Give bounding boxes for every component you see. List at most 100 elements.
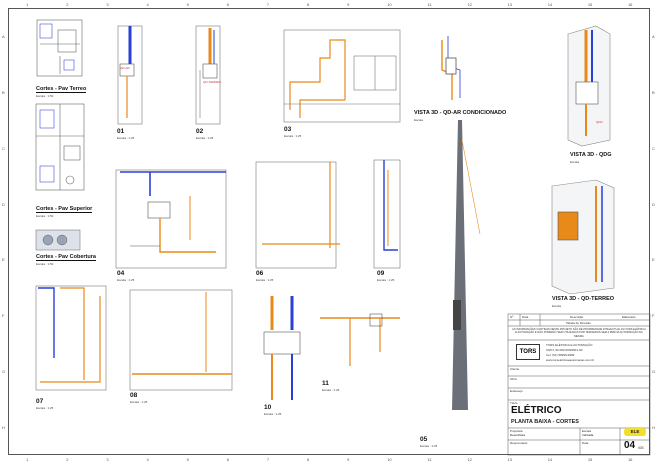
view-number-01: 01 bbox=[117, 128, 125, 135]
view-title-cortes-terreo: Cortes - Pav Terreo bbox=[36, 86, 87, 93]
tag-qdg: QDG bbox=[596, 120, 603, 124]
tb-projetista-value: Desenhista bbox=[510, 433, 526, 437]
view-title-vista-qd-ar: VISTA 3D - QD-AR CONDICIONADO bbox=[414, 110, 507, 116]
grid-col-label: 8 bbox=[306, 457, 310, 462]
view-scale-cortes-terreo: Escala : 1:50 bbox=[36, 94, 54, 98]
grid-row-label: G bbox=[2, 369, 6, 375]
view-number-07: 07 bbox=[36, 398, 44, 405]
view-scale-03: Escala : 1:25 bbox=[284, 134, 302, 138]
view-09-graphic bbox=[373, 159, 401, 269]
view-06-graphic bbox=[255, 161, 340, 269]
grid-row-label: F bbox=[2, 313, 5, 319]
floor-plan-cobertura bbox=[35, 229, 81, 251]
grid-row-label: D bbox=[2, 201, 5, 207]
view-10-graphic bbox=[263, 296, 301, 400]
view-scale-05: Escala : 1:25 bbox=[420, 444, 438, 448]
sheet-border bbox=[8, 8, 650, 455]
vista-qd-terreo-graphic bbox=[551, 179, 615, 295]
view-scale-01: Escala : 1:25 bbox=[117, 136, 135, 140]
view-04-graphic bbox=[115, 169, 227, 269]
view-scale-cortes-cobertura: Escala : 1:50 bbox=[36, 262, 54, 266]
grid-col-label: 7 bbox=[266, 2, 270, 7]
grid-row-label: H bbox=[2, 425, 5, 431]
grid-col-label: 8 bbox=[306, 2, 310, 7]
tb-discipline: ELÉTRICO bbox=[511, 405, 562, 416]
grid-col-label: 5 bbox=[186, 2, 189, 7]
floor-plan-superior bbox=[35, 103, 85, 191]
grid-row-label: G bbox=[652, 369, 656, 375]
tb-field-data: Data bbox=[582, 441, 589, 445]
grid-col-label: 10 bbox=[387, 2, 392, 7]
discipline-badge: ELE bbox=[624, 428, 646, 436]
tb-field-responsavel: Responsável bbox=[510, 441, 528, 445]
view-scale-vista-qdg: Escala bbox=[570, 160, 580, 164]
grid-row-label: B bbox=[2, 89, 5, 95]
grid-col-label: 5 bbox=[186, 457, 189, 462]
grid-col-label: 1 bbox=[26, 457, 29, 462]
grid-col-label: 2 bbox=[66, 2, 69, 7]
floor-plan-terreo bbox=[36, 19, 83, 77]
view-number-02: 02 bbox=[196, 128, 204, 135]
grid-col-label: 15 bbox=[587, 457, 593, 462]
grid-col-label: 6 bbox=[226, 2, 229, 7]
view-scale-07: Escala : 1:25 bbox=[36, 406, 54, 410]
view-scale-vista-qd-ar: Escala bbox=[414, 118, 424, 122]
view-scale-04: Escala : 1:25 bbox=[117, 278, 135, 282]
tb-company-line4: www.torseletricaeautomacao.com.br bbox=[546, 358, 595, 362]
grid-col-label: 7 bbox=[266, 457, 270, 462]
grid-col-label: 11 bbox=[427, 457, 432, 462]
tb-field-projetista: Projetista bbox=[510, 429, 523, 433]
tb-field-obra: Obra bbox=[510, 377, 517, 381]
grid-row-label: E bbox=[652, 257, 655, 263]
tb-notes: AS INFORMAÇÕES CONTIDAS NESTE PROJETO SÃ… bbox=[512, 328, 646, 338]
grid-col-label: 12 bbox=[467, 457, 472, 462]
grid-col-label: 9 bbox=[347, 457, 350, 462]
company-logo: TORS bbox=[516, 344, 540, 360]
grid-row-label: A bbox=[652, 33, 655, 39]
view-title-cortes-cobertura: Cortes - Pav Cobertura bbox=[36, 254, 96, 261]
vista-qd-ar-graphic bbox=[441, 36, 461, 100]
tag-qd-ar: QD-AR bbox=[120, 66, 130, 70]
tb-field-titulo: Título bbox=[510, 401, 518, 405]
view-02-graphic bbox=[195, 25, 221, 125]
view-number-05: 05 bbox=[420, 436, 428, 443]
grid-row-label: H bbox=[652, 425, 655, 431]
view-08-graphic bbox=[129, 289, 233, 391]
view-07-graphic bbox=[35, 285, 107, 391]
tb-date-label: Data bbox=[522, 315, 529, 319]
tb-escala-value: Indicada bbox=[582, 433, 594, 437]
tb-resp-label: Elaborado bbox=[622, 315, 636, 319]
grid-col-label: 4 bbox=[146, 2, 149, 7]
tb-field-endereco: Endereço bbox=[510, 389, 523, 393]
grid-col-label: 13 bbox=[507, 457, 513, 462]
view-01-graphic bbox=[117, 25, 143, 125]
tag-qd-terreo: QD-TERREO bbox=[203, 80, 221, 84]
view-number-10: 10 bbox=[264, 404, 272, 411]
tb-company-line2: CNPJ: 00.000.000/0001-00 bbox=[546, 348, 583, 352]
view-scale-08: Escala : 1:25 bbox=[130, 400, 148, 404]
grid-col-label: 16 bbox=[627, 2, 633, 7]
view-number-04: 04 bbox=[117, 270, 125, 277]
tb-rev-label: Nº bbox=[510, 315, 514, 319]
grid-row-label: B bbox=[652, 89, 655, 95]
tb-company-line1: TORS ELÉTRICA E AUTOMAÇÃO bbox=[546, 343, 593, 347]
view-scale-02: Escala : 1:25 bbox=[196, 136, 214, 140]
grid-col-label: 3 bbox=[106, 457, 109, 462]
grid-col-label: 14 bbox=[547, 457, 553, 462]
grid-col-label: 11 bbox=[427, 2, 432, 7]
grid-row-label: A bbox=[2, 33, 5, 39]
grid-col-label: 10 bbox=[387, 457, 392, 462]
view-number-06: 06 bbox=[256, 270, 264, 277]
view-number-03: 03 bbox=[284, 126, 292, 133]
view-number-08: 08 bbox=[130, 392, 138, 399]
grid-col-label: 13 bbox=[507, 2, 513, 7]
view-03-graphic bbox=[283, 29, 401, 123]
grid-row-label: C bbox=[2, 145, 5, 151]
grid-col-label: 1 bbox=[26, 2, 29, 7]
view-11-graphic bbox=[320, 313, 400, 366]
grid-col-label: 14 bbox=[547, 2, 553, 7]
tb-table-label: Tabela de Revisão bbox=[566, 321, 591, 325]
sheet-number: 04 bbox=[624, 440, 636, 451]
tb-subtitle: PLANTA BAIXA - CORTES bbox=[511, 419, 579, 425]
grid-col-label: 16 bbox=[627, 457, 633, 462]
